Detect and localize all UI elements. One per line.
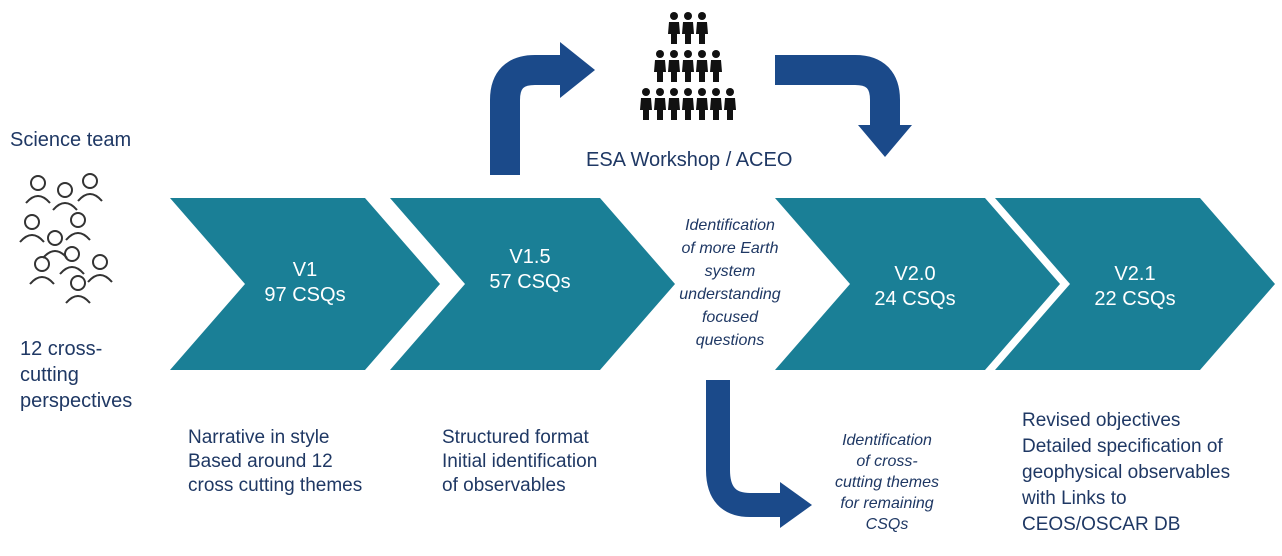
lower-note-line-3: cutting themes <box>834 474 940 491</box>
v2-1-description-line-2: Detailed specification of <box>1022 436 1223 457</box>
person-figure-icon <box>682 50 694 82</box>
people-pyramid-icon <box>640 12 736 120</box>
arrow-to-workshop <box>490 42 595 175</box>
person-figure-icon <box>682 12 694 44</box>
middle-note-line-1: Identification <box>685 217 775 234</box>
chevron-v2-1-label: V2.1 22 CSQs <box>1070 262 1200 312</box>
chevron-v2-0-version: V2.0 <box>894 263 936 285</box>
arrow-lower-branch <box>706 380 812 528</box>
person-figure-icon <box>710 88 722 120</box>
middle-note-line-6: questions <box>695 332 765 349</box>
chevron-v1-5-count: 57 CSQs <box>489 271 571 293</box>
perspectives-line-2: cutting <box>20 364 79 386</box>
v2-1-description-line-1: Revised objectives <box>1022 410 1181 431</box>
v2-1-description-line-3: geophysical observables <box>1022 462 1231 483</box>
person-figure-icon <box>710 50 722 82</box>
chevron-v1-5-label: V1.5 57 CSQs <box>465 245 595 295</box>
chevron-v1 <box>170 198 440 370</box>
lower-note-line-4: for remaining <box>840 495 934 512</box>
lower-note-line-1: Identification <box>842 432 932 449</box>
perspectives-line-1: 12 cross- <box>20 338 103 360</box>
middle-note-line-2: of more Earth <box>681 240 779 257</box>
workshop-title: ESA Workshop / ACEO <box>586 149 793 171</box>
person-figure-icon <box>724 88 736 120</box>
v1-description-line-1: Narrative in style <box>188 427 330 448</box>
arrow-from-workshop <box>775 55 912 157</box>
person-figure-icon <box>682 88 694 120</box>
chevron-v2-1 <box>995 198 1275 370</box>
perspectives-line-3: perspectives <box>20 390 133 412</box>
v1-5-description-line-3: of observables <box>442 475 566 496</box>
lower-note-line-5: CSQs <box>865 516 909 533</box>
v2-1-description-line-4: with Links to <box>1022 488 1127 509</box>
lower-note-line-2: of cross- <box>856 453 918 470</box>
v2-1-description: Revised objectives Detailed specificatio… <box>1022 408 1230 538</box>
person-figure-icon <box>640 88 652 120</box>
chevron-v2-1-version: V2.1 <box>1114 263 1156 285</box>
chevron-v1-version: V1 <box>292 259 318 281</box>
middle-note: Identification of more Earth system unde… <box>655 214 805 352</box>
chevron-v1-label: V1 97 CSQs <box>245 258 365 308</box>
v1-5-description-line-1: Structured format <box>442 427 589 448</box>
lower-note: Identification of cross- cutting themes … <box>812 430 962 535</box>
person-figure-icon <box>654 50 666 82</box>
v1-5-description: Structured format Initial identification… <box>442 426 597 498</box>
person-figure-icon <box>654 88 666 120</box>
chevron-v2-1-count: 22 CSQs <box>1094 288 1176 310</box>
person-figure-icon <box>668 12 680 44</box>
chevron-v1-5 <box>390 198 675 370</box>
person-figure-icon <box>696 50 708 82</box>
person-figure-icon <box>668 50 680 82</box>
chevron-v1-5-version: V1.5 <box>509 246 551 268</box>
middle-note-line-5: focused <box>701 309 759 326</box>
person-figure-icon <box>696 88 708 120</box>
person-figure-icon <box>696 12 708 44</box>
people-group-outline-icon <box>19 173 113 304</box>
science-team-title: Science team <box>10 129 132 151</box>
v1-5-description-line-2: Initial identification <box>442 451 598 472</box>
middle-note-line-4: understanding <box>679 286 781 303</box>
chevron-v2-0-count: 24 CSQs <box>874 288 956 310</box>
v1-description: Narrative in style Based around 12 cross… <box>188 426 362 498</box>
middle-note-line-3: system <box>704 263 756 280</box>
perspectives-label: 12 cross- cutting perspectives <box>20 336 132 414</box>
person-figure-icon <box>668 88 680 120</box>
v1-description-line-3: cross cutting themes <box>188 475 363 496</box>
chevron-v2-0 <box>775 198 1060 370</box>
chevron-v1-count: 97 CSQs <box>264 284 346 306</box>
v2-1-description-line-5: CEOS/OSCAR DB <box>1022 514 1181 535</box>
chevron-v2-0-label: V2.0 24 CSQs <box>850 262 980 312</box>
v1-description-line-2: Based around 12 <box>188 451 333 472</box>
